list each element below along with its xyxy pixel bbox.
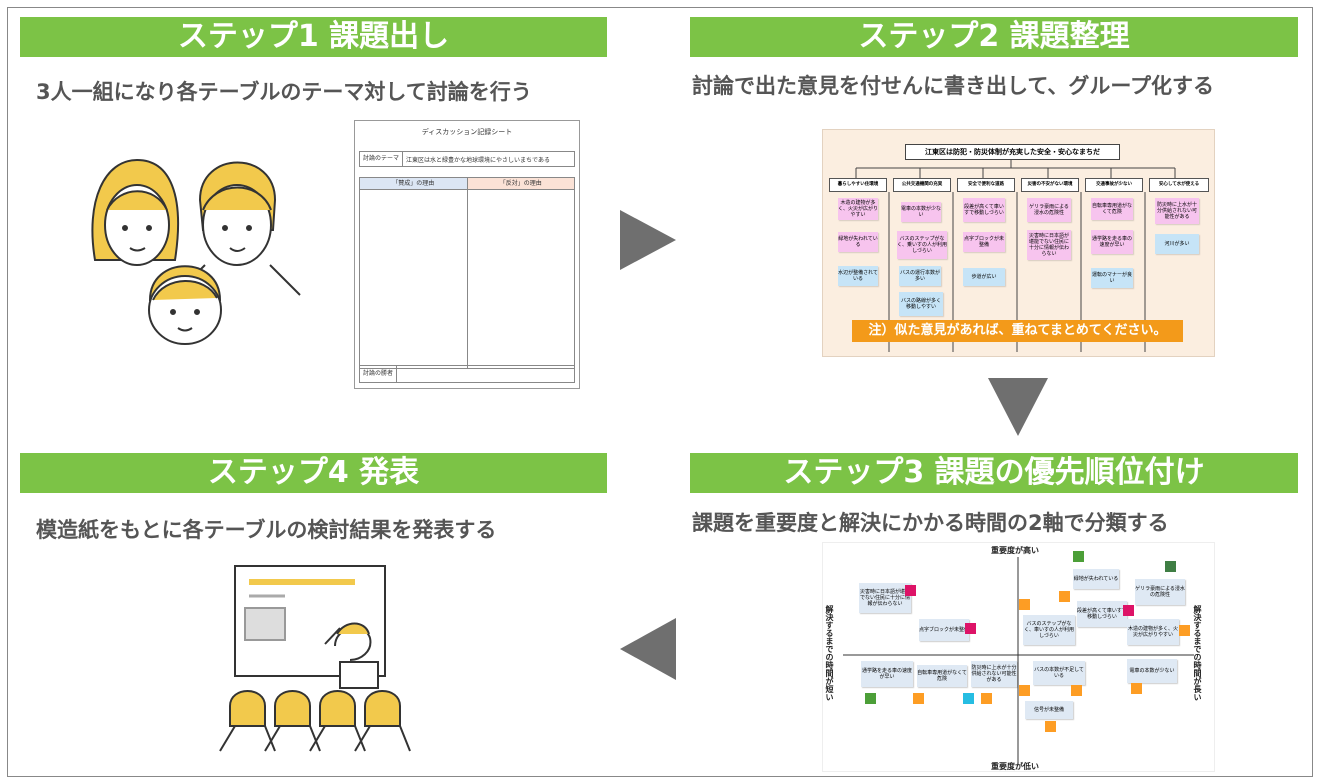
sdg-icon: [905, 585, 916, 596]
sticky-note: バスの運行本数が多い: [899, 266, 941, 286]
matrix-bottom-label: 重要度が低い: [991, 762, 1039, 771]
matrix-left-label: 解決するまでの時間が短い: [825, 605, 834, 701]
sdg-icon: [865, 693, 876, 704]
matrix-note: ゲリラ豪雨による浸水の危険性: [1135, 579, 1185, 605]
sdg-icon: [1071, 685, 1082, 696]
step1-banner: ステップ1 課題出し: [20, 17, 607, 57]
matrix-note: 自転車専用道がなくて危険: [917, 665, 967, 687]
matrix-note: 信号が未整備: [1025, 701, 1073, 719]
sheet-title: ディスカッション記録シート: [421, 128, 513, 136]
board-title: 江東区は防犯・防災体制が充実した安全・安心なまちだ: [905, 144, 1120, 160]
matrix-top-label: 重要度が高い: [991, 546, 1039, 555]
sheet-theme-value: 江東区は水と緑豊かな地球環境にやさしいまちである: [406, 156, 550, 164]
step3-banner: ステップ3 課題の優先順位付け: [690, 453, 1298, 493]
step4-subtitle: 模造紙をもとに各テーブルの検討結果を発表する: [36, 518, 497, 542]
sdg-icon: [1019, 599, 1030, 610]
matrix-note: 電車の本数が少ない: [1127, 659, 1177, 683]
sheet-theme-row: 討論のテーマ 江東区は水と緑豊かな地球環境にやさしいまちである: [359, 151, 575, 167]
sheet-winner-row: 討論の勝者: [359, 365, 575, 383]
discussion-record-sheet: ディスカッション記録シート 討論のテーマ 江東区は水と緑豊かな地球環境にやさしい…: [354, 120, 580, 389]
sticky-note: 段差が高くて車いすで移動しづらい: [963, 198, 1005, 222]
sticky-note: 災害時に日本語が堪能でない住民に十分に情報が伝わらない: [1027, 230, 1071, 260]
matrix-note: 木造の建物が多く、火災が広がりやすい: [1127, 619, 1179, 645]
people-discussion-illustration: [91, 158, 301, 345]
sheet-pro-label: 「賛成」の理由: [360, 178, 467, 190]
board-column-header: 災害の不安がない環境: [1021, 178, 1079, 192]
presentation-illustration: [219, 565, 411, 752]
sticky-note-board: 江東区は防犯・防災体制が充実した安全・安心なまちだ 暮らしやすい住環境 公共交通…: [822, 129, 1215, 357]
board-column-header: 安全で便利な道路: [957, 178, 1015, 192]
matrix-note: 点字ブロックが未整備: [919, 619, 969, 641]
board-instruction-band: 注）似た意見があれば、重ねてまとめてください。: [852, 320, 1183, 342]
sticky-note: 歩道が広い: [963, 268, 1005, 286]
sticky-note: バスの路線が多く移動しやすい: [899, 292, 943, 316]
sticky-note: 自転車専用道がなくて危険: [1091, 198, 1133, 220]
step2-banner: ステップ2 課題整理: [690, 17, 1298, 57]
sheet-con-label: 「反対」の理由: [467, 178, 574, 190]
sticky-note: 防災時に上水が十分供給されない可能性がある: [1155, 198, 1199, 224]
sdg-icon: [1165, 561, 1176, 572]
board-column-header: 安心して水が使える: [1149, 178, 1209, 192]
step1-subtitle: 3人一組になり各テーブルのテーマ対して討論を行う: [36, 80, 532, 104]
step4-banner: ステップ4 発表: [20, 453, 607, 493]
arrow-left-icon: [620, 618, 676, 680]
sticky-note: 通学路を走る車の速度が早い: [1091, 230, 1133, 254]
sticky-note: 電車の本数が少ない: [901, 202, 941, 222]
sdg-icon: [1123, 605, 1134, 616]
sticky-note: 点字ブロックが未整備: [963, 232, 1005, 252]
sticky-note: 運転のマナーが良い: [1091, 268, 1133, 288]
sdg-icon: [1059, 591, 1070, 602]
board-column-header: 暮らしやすい住環境: [829, 178, 887, 192]
board-column-header: 公共交通機関の充実: [893, 178, 951, 192]
sheet-winner-label: 討論の勝者: [360, 366, 398, 382]
matrix-note: バスのステップがなく、車いすの人が利用しづらい: [1023, 615, 1075, 645]
sdg-icon: [913, 693, 924, 704]
step2-subtitle: 討論で出た意見を付せんに書き出して、グループ化する: [692, 74, 1215, 98]
sdg-icon: [1131, 683, 1142, 694]
board-column-header: 交通事故が少ない: [1085, 178, 1143, 192]
sticky-note: 木造の建物が多く、火災が広がりやすい: [838, 198, 879, 220]
sheet-theme-label: 討論のテーマ: [360, 152, 404, 166]
matrix-note: 防災時に上水が十分供給されない可能性がある: [971, 661, 1017, 687]
matrix-note: 通学路を走る車の速度が早い: [861, 661, 913, 687]
sticky-note: バスのステップがなく、乗いすの人が利用しづらい: [897, 231, 947, 259]
sdg-icon: [981, 693, 992, 704]
matrix-note: 緑地が失われている: [1073, 569, 1119, 589]
sheet-reasons-table: 「賛成」の理由 「反対」の理由: [359, 177, 575, 369]
sdg-icon: [1019, 685, 1030, 696]
arrow-right-icon: [620, 210, 676, 270]
sticky-note: 緑地が失われている: [838, 232, 878, 252]
sdg-icon: [965, 623, 976, 634]
matrix-note: 段差が高くて車いすで移動しづらい: [1077, 601, 1127, 627]
sdg-icon: [1179, 625, 1190, 636]
matrix-note: 災害時に日本語が堪能でない住民に十分に情報が伝わらない: [859, 583, 911, 613]
priority-matrix: 重要度が高い 重要度が低い 解決するまでの時間が短い 解決するまでの時間が長い …: [822, 542, 1215, 772]
sticky-note: ゲリラ豪雨による浸水の危険性: [1027, 198, 1071, 222]
matrix-right-label: 解決するまでの時間が長い: [1193, 605, 1202, 701]
sticky-note: 水辺が整備されている: [838, 266, 878, 286]
sdg-icon: [963, 693, 974, 704]
sdg-icon: [1045, 721, 1056, 732]
arrow-down-icon: [988, 378, 1048, 436]
sticky-note: 河川が多い: [1155, 234, 1199, 254]
sdg-icon: [1073, 551, 1084, 562]
step3-subtitle: 課題を重要度と解決にかかる時間の2軸で分類する: [692, 511, 1169, 535]
matrix-note: バスの本数が不足している: [1033, 661, 1085, 685]
matrix-axes: [843, 557, 1194, 765]
